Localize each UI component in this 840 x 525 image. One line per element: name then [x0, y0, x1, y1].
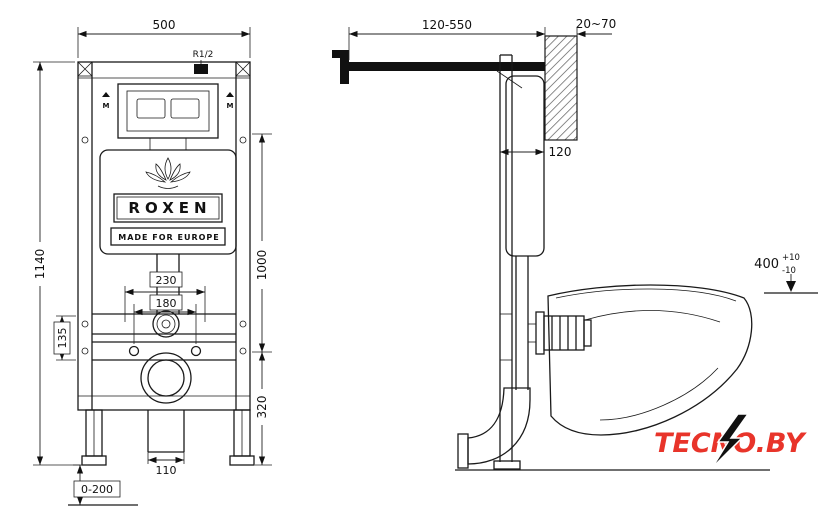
dim-rail-height: 135 [53, 315, 76, 361]
water-inlet-label: R1/2 [193, 50, 214, 60]
dim-spacing-inner-label: 180 [156, 297, 177, 310]
adjust-marks: M M [102, 92, 234, 110]
adjust-mark-right-label: M [227, 102, 234, 110]
dim-spacing-outer-label: 230 [156, 274, 177, 287]
dim-frame-depth: 120 [500, 145, 571, 159]
lightning-bolt-icon [711, 413, 750, 469]
corner-fastener-left [77, 61, 93, 77]
brand-name: ROXEN [128, 199, 211, 217]
dim-frame-width: 500 [77, 18, 251, 58]
outlet-connector [528, 311, 592, 355]
dim-bowl-height: 400 +10 -10 [754, 253, 818, 294]
frame-profile [493, 54, 521, 470]
water-inlet-fitting: R1/2 [193, 50, 214, 74]
drain-elbow [457, 387, 531, 469]
cross-rails [92, 310, 236, 361]
water-inlet-flange [152, 310, 180, 338]
flush-pipe-side [515, 256, 529, 390]
dim-frame-height: 1140 [31, 61, 80, 466]
dim-spacing-inner: 180 [133, 294, 197, 344]
cistern-panel: ROXEN MADE FOR EUROPE [99, 138, 237, 255]
dim-feet-range: 0-200 [68, 464, 138, 506]
frame-foot-side [493, 460, 521, 470]
dim-drain-height-label: 320 [255, 396, 269, 419]
flush-plate [117, 83, 219, 139]
dim-rail-height-label: 135 [56, 328, 69, 349]
side-view: 120-550 20~70 120 400 +10 -10 [332, 17, 818, 471]
mounting-stud-right [190, 345, 202, 357]
foot-left [81, 455, 107, 466]
dim-frame-depth-label: 120 [549, 145, 572, 159]
bottom-assembly [81, 409, 255, 466]
flush-button-left [136, 98, 166, 119]
dim-drain-width: 110 [147, 452, 185, 477]
frame-outline [77, 61, 251, 411]
dim-wall-thickness-label: 20~70 [576, 17, 617, 31]
dim-bowl-tol-plus: +10 [782, 253, 800, 263]
front-view: R1/2 M M [31, 18, 272, 506]
drain-opening [140, 352, 192, 404]
cistern-side [505, 75, 545, 257]
dim-flush-height-label: 1000 [255, 250, 269, 281]
dim-bowl-height-label: 400 [754, 257, 779, 272]
dim-bowl-tol-minus: -10 [782, 266, 796, 276]
dim-feet-range-label: 0-200 [81, 483, 113, 496]
dim-frame-height-label: 1140 [33, 249, 47, 280]
dim-frame-width-label: 500 [153, 18, 176, 32]
dim-spacing-outer: 230 [124, 271, 206, 322]
toilet-bowl [547, 284, 753, 436]
dim-wall-thickness: 20~70 [533, 17, 617, 38]
corner-fastener-right [235, 61, 251, 77]
watermark: TECNO.BY [653, 413, 808, 469]
wall-section [544, 35, 578, 141]
adjust-mark-left-label: M [103, 102, 110, 110]
flush-button-right [170, 98, 200, 119]
dim-arm-range: 120-550 [348, 18, 546, 60]
dim-drain-width-label: 110 [156, 464, 177, 477]
brand-tagline: MADE FOR EUROPE [118, 233, 220, 242]
dim-drain-height: 320 [253, 352, 272, 466]
mounting-stud-left [128, 345, 140, 357]
dim-arm-range-label: 120-550 [422, 18, 472, 32]
arm-hook [340, 50, 349, 84]
lotus-icon [145, 157, 191, 189]
support-arm [332, 50, 545, 89]
dim-flush-height: 1000 [252, 133, 272, 353]
foot-right [229, 455, 255, 466]
